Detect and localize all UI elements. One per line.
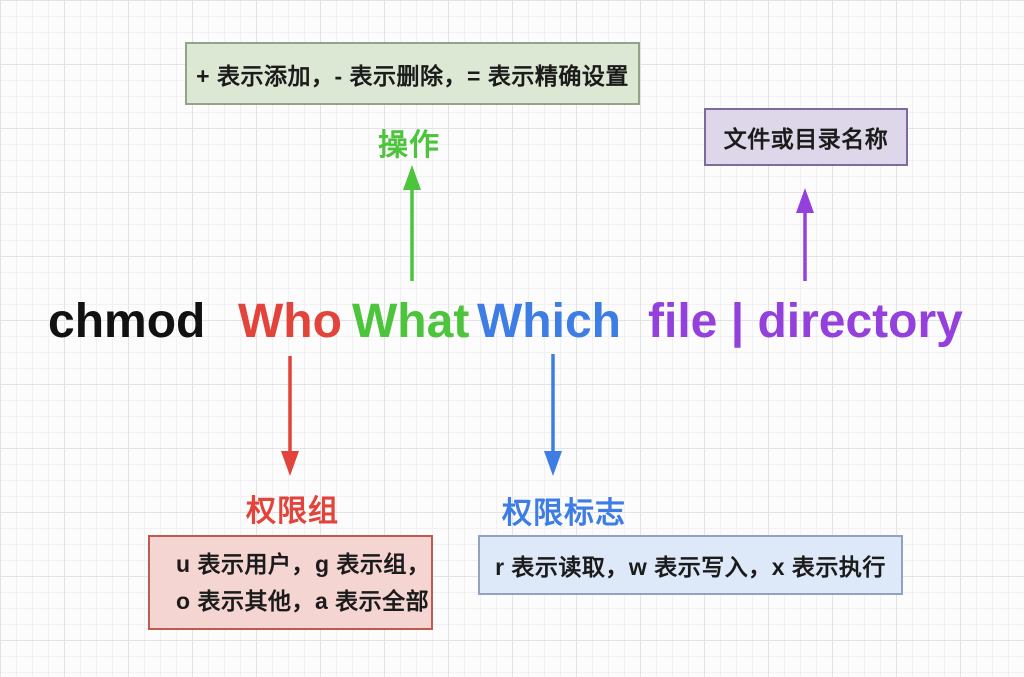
- permission-flags-note-box: r 表示读取，w 表示写入，x 表示执行: [478, 535, 903, 595]
- operation-arrow-up-icon: [403, 165, 421, 281]
- command-who: Who: [238, 295, 342, 348]
- which-arrow-down-icon: [544, 354, 562, 476]
- command-which: Which: [477, 295, 621, 348]
- command-what: What: [352, 295, 470, 348]
- permission-flags-note-text: r 表示读取，w 表示写入，x 表示执行: [495, 554, 886, 580]
- target-note-text: 文件或目录名称: [723, 126, 889, 152]
- operation-note-text: + 表示添加，- 表示删除，= 表示精确设置: [196, 62, 629, 89]
- operation-label: 操作: [378, 129, 440, 162]
- target-arrow-up-icon: [796, 188, 814, 281]
- command-chmod: chmod: [48, 295, 206, 348]
- permission-group-note-line1: u 表示用户，g 表示组，: [176, 550, 431, 577]
- permission-group-note-box: u 表示用户，g 表示组， o 表示其他，a 表示全部: [148, 535, 433, 630]
- operation-note-box: + 表示添加，- 表示删除，= 表示精确设置: [185, 42, 640, 105]
- permission-flags-label: 权限标志: [502, 497, 626, 530]
- permission-group-note-line2: o 表示其他，a 表示全部: [176, 587, 430, 614]
- who-arrow-down-icon: [281, 356, 299, 476]
- command-target: file | directory: [648, 295, 963, 348]
- permission-group-label: 权限组: [246, 495, 339, 528]
- target-note-box: 文件或目录名称: [704, 108, 908, 166]
